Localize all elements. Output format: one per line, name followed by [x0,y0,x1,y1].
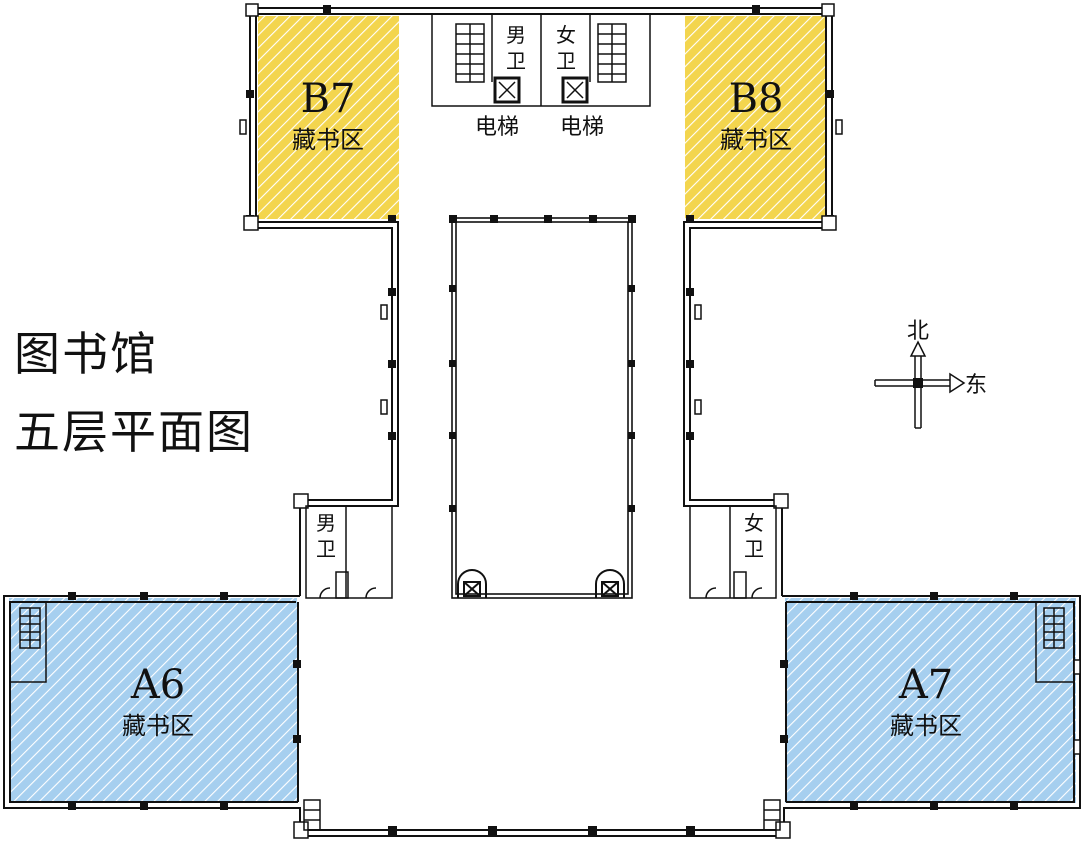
atrium-elevators [457,569,625,598]
page-title-line-2: 五层平面图 [14,405,254,459]
zone-a6 [9,598,297,803]
compass-north-label: 北 [907,319,929,344]
mid-left-restroom [305,505,393,599]
page-title-line-1: 图书馆 [14,327,158,381]
zone-b7-id: B7 [301,76,356,122]
top-male-restroom-label-1: 男 [506,23,526,47]
zone-a7 [785,598,1076,803]
zone-b8-id: B8 [729,76,784,122]
mid-female-restroom-label-2: 卫 [744,537,764,561]
compass-center-icon [913,378,923,388]
atrium [451,217,633,599]
zone-a6-name: 藏书区 [122,712,194,740]
zone-b8 [685,16,825,219]
compass-east-label: 东 [965,373,987,398]
mid-male-restroom-label-2: 卫 [316,537,336,561]
zone-b7 [258,16,399,219]
top-female-restroom-label-2: 卫 [556,49,576,73]
mid-male-restroom-label-1: 男 [316,511,336,535]
zone-b7-name: 藏书区 [292,126,364,154]
zone-a6-id: A6 [130,662,185,708]
zone-b8-name: 藏书区 [720,126,792,154]
compass [874,340,966,429]
mid-right-restroom [689,505,777,599]
mid-female-restroom-label-1: 女 [744,511,764,535]
zone-a7-id: A7 [898,662,953,708]
top-male-restroom-label-2: 卫 [506,49,526,73]
top-core [431,13,651,107]
top-female-restroom-label-1: 女 [556,23,576,47]
side-stairs [9,601,1075,683]
elevator-right-label: 电梯 [560,115,604,140]
entrance-details [303,799,781,831]
zone-a7-name: 藏书区 [890,712,962,740]
elevator-left-label: 电梯 [475,115,519,140]
